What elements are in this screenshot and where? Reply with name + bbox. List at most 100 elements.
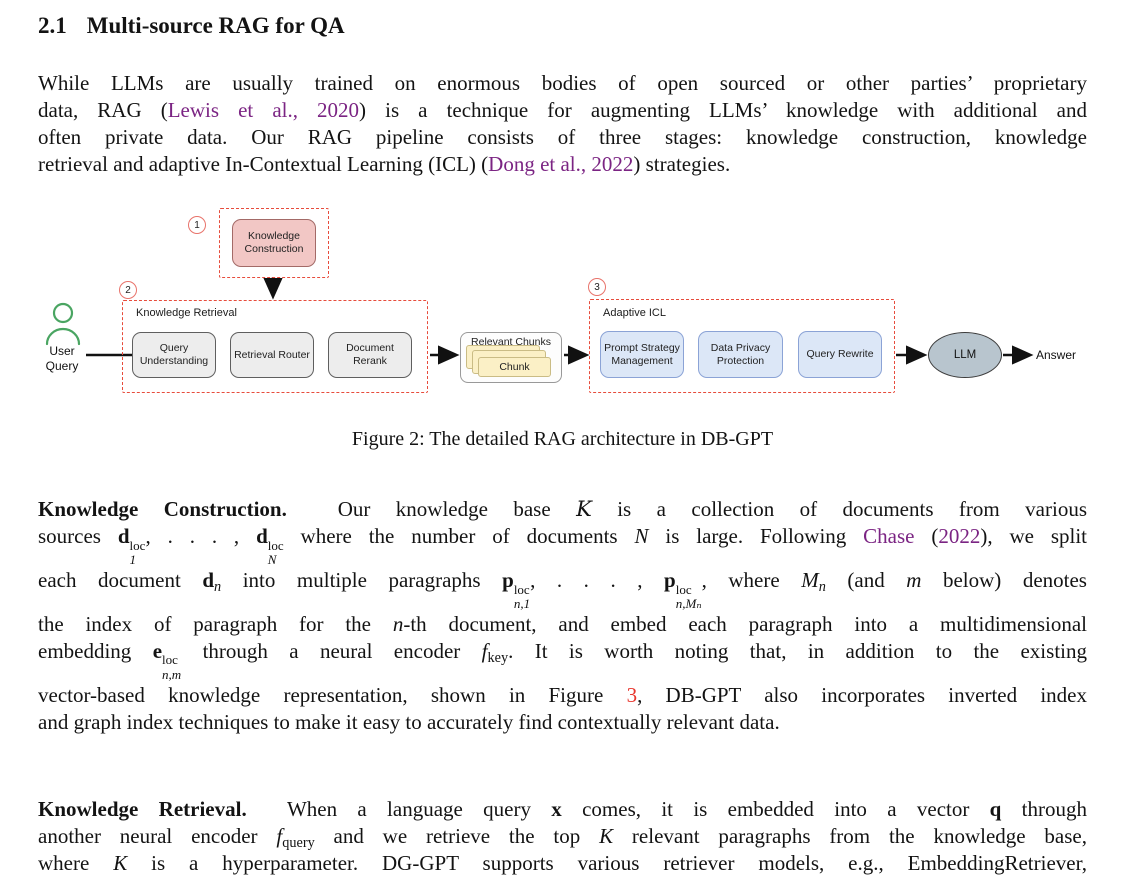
text-segment: Knowledge Retrieval. (38, 796, 247, 821)
knowledge-retrieval-paragraph: Knowledge Retrieval. When a language que… (38, 796, 1087, 877)
retrieval-group-label: Knowledge Retrieval (136, 307, 237, 319)
llm-node[interactable]: LLM (928, 332, 1002, 378)
text-segment: -th document, and embed each paragraph i… (403, 611, 1087, 636)
text-segment: often private data. Our RAG pipeline con… (38, 125, 1087, 149)
text-segment: f (276, 823, 283, 848)
text-segment: , DB-GPT also incorporates inverted inde… (637, 682, 1087, 707)
text-segment: embedding (38, 638, 153, 663)
construction-dashed-box (219, 208, 329, 278)
text-line: Knowledge Retrieval. When a language que… (38, 796, 1087, 823)
section-number: 2.1 (38, 13, 67, 38)
text-line: where K is a hyperparameter. DG-GPT supp… (38, 850, 1087, 877)
text-segment: f (481, 638, 488, 663)
icl-dashed-box (589, 299, 895, 393)
chunk-card-front: Chunk (478, 357, 551, 377)
document-rerank-node[interactable]: Document Rerank (328, 332, 412, 378)
user-query-line1: User (49, 344, 75, 358)
text-segment: x (551, 796, 562, 821)
text-segment: below) denotes (921, 567, 1087, 592)
text-segment: n (818, 578, 826, 595)
citation-link[interactable]: Dong et al., 2022 (488, 152, 634, 176)
text-segment: vector-based knowledge representation, s… (38, 682, 627, 707)
text-segment: . It is worth noting that, in addition t… (508, 638, 1087, 663)
user-query-line2: Query (45, 359, 79, 373)
answer-label: Answer (1036, 348, 1077, 362)
text-line: Knowledge Construction. Our knowledge ba… (38, 496, 1087, 523)
text-line: data, RAG (Lewis et al., 2020) is a tech… (38, 97, 1087, 124)
text-segment: through (1001, 796, 1088, 821)
text-segment: Our knowledge base (286, 497, 577, 521)
text-line: each document dn into multiple paragraph… (38, 567, 1087, 611)
text-segment: is large. Following (648, 524, 864, 548)
text-segment: ) is a technique for augmenting LLMs’ kn… (359, 98, 1088, 122)
query-understanding-node[interactable]: Query Understanding (132, 332, 216, 378)
text-segment: data, RAG ( (38, 98, 168, 122)
knowledge-construction-node[interactable]: Knowledge Construction (232, 219, 316, 267)
step-3-badge: 3 (588, 278, 606, 296)
text-segment: ( (914, 524, 939, 548)
retrieval-dashed-box (122, 300, 428, 393)
citation-link[interactable]: 2022 (938, 524, 981, 548)
figure-2-diagram: 1 Knowledge Construction User Query 2 Kn… (38, 205, 1087, 412)
text-line: often private data. Our RAG pipeline con… (38, 124, 1087, 151)
text-segment: ), we split (980, 524, 1088, 548)
text-segment: When a language query (246, 796, 552, 821)
text-segment: where (38, 850, 114, 875)
text-segment: , . . . , (145, 524, 257, 548)
icl-group-label: Adaptive ICL (603, 307, 666, 319)
step-1-badge: 1 (188, 216, 206, 234)
text-segment: m (906, 567, 922, 592)
text-segment: p (664, 567, 676, 592)
text-segment: is a hyperparameter. DG-GPT supports var… (127, 850, 1087, 875)
citation-link[interactable]: Lewis et al., 2020 (167, 98, 360, 122)
text-segment: e (152, 638, 163, 663)
user-icon (45, 302, 81, 346)
text-segment: M (801, 567, 819, 592)
text-segment: where the number of documents (283, 524, 635, 548)
text-segment: While LLMs are usually trained on enormo… (38, 71, 1087, 95)
text-segment: , . . . , (530, 567, 665, 592)
retrieval-router-node[interactable]: Retrieval Router (230, 332, 314, 378)
figure-caption: Figure 2: The detailed RAG architecture … (351, 428, 774, 450)
text-segment: K (576, 497, 592, 521)
user-query-label: User Query (34, 344, 90, 374)
text-line: and graph index techniques to make it ea… (38, 709, 1087, 736)
text-line: retrieval and adaptive In-Contextual Lea… (38, 151, 1087, 178)
text-segment: and we retrieve the top (314, 823, 600, 848)
query-rewrite-node[interactable]: Query Rewrite (798, 331, 882, 378)
prompt-strategy-node[interactable]: Prompt Strategy Management (600, 331, 684, 378)
text-segment: query (282, 834, 315, 851)
data-privacy-node[interactable]: Data Privacy Protection (698, 331, 783, 378)
text-segment: K (599, 823, 614, 848)
text-line: vector-based knowledge representation, s… (38, 682, 1087, 709)
text-segment: relevant paragraphs from the knowledge b… (613, 823, 1087, 848)
text-segment: (and (825, 567, 907, 592)
text-segment: each document (38, 567, 203, 592)
citation-link[interactable]: Chase (863, 524, 915, 548)
text-segment: N (634, 524, 649, 548)
text-segment: K (113, 850, 128, 875)
text-segment: Knowledge Construction. (38, 497, 287, 521)
text-line: While LLMs are usually trained on enormo… (38, 70, 1087, 97)
text-line: another neural encoder fquery and we ret… (38, 823, 1087, 850)
text-segment: the index of paragraph for the (38, 611, 393, 636)
step-2-badge: 2 (119, 281, 137, 299)
text-segment: comes, it is embedded into a vector (561, 796, 990, 821)
text-segment: ) strategies. (633, 152, 731, 176)
intro-paragraph: While LLMs are usually trained on enormo… (38, 70, 1087, 178)
figure-ref-link[interactable]: 3 (626, 682, 638, 707)
text-segment: d (256, 524, 268, 548)
text-segment: q (989, 796, 1002, 821)
text-segment: p (502, 567, 514, 592)
text-segment: is a collection of documents from variou… (591, 497, 1087, 521)
text-segment: into multiple paragraphs (221, 567, 503, 592)
text-segment: n (214, 578, 222, 595)
text-segment: d (202, 567, 215, 592)
text-line: the index of paragraph for the n-th docu… (38, 611, 1087, 638)
